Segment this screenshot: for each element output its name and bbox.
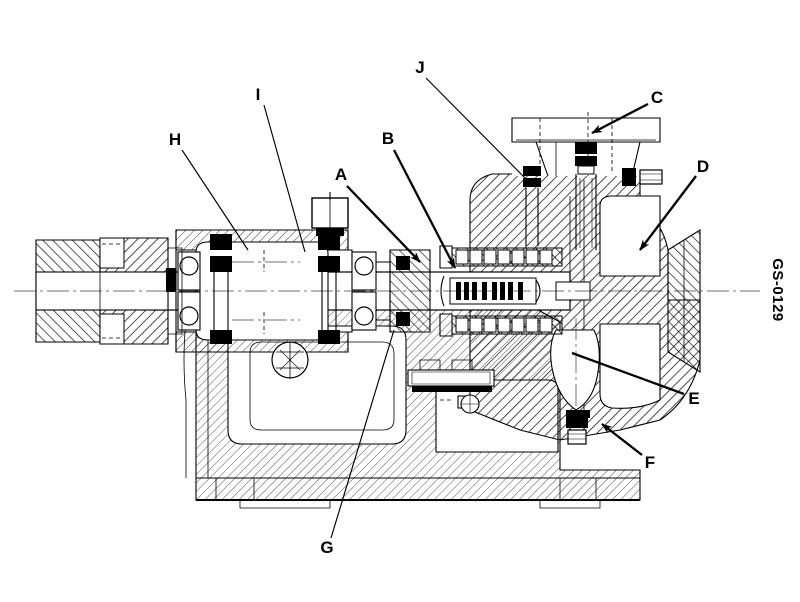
- casing-stud-bolts: [523, 142, 663, 439]
- callout-label-A: A: [335, 165, 347, 184]
- oil-filler-cap: [311, 192, 349, 236]
- leader-D: [639, 175, 697, 251]
- leader-I: [263, 104, 306, 253]
- callout-label-F: F: [645, 453, 655, 472]
- callout-labels: A B C D E F G H I J: [169, 58, 709, 557]
- packing-rings-upper: [455, 249, 553, 265]
- callout-label-B: B: [382, 129, 394, 148]
- callout-label-G: G: [320, 538, 333, 557]
- bearing-right: [351, 251, 377, 331]
- bearing-left: [177, 251, 201, 331]
- callout-leaders: [181, 77, 697, 539]
- leader-F: [601, 423, 643, 456]
- leader-A: [346, 185, 421, 263]
- callout-label-D: D: [697, 157, 709, 176]
- drain-plug: [407, 359, 495, 414]
- bearing-housing: [166, 229, 431, 353]
- callout-label-E: E: [688, 389, 699, 408]
- impeller: [550, 318, 600, 418]
- leader-J: [425, 77, 528, 181]
- sight-glass: [271, 341, 309, 379]
- leader-B: [392, 149, 457, 269]
- figure-code: GS-0129: [769, 258, 786, 322]
- callout-label-H: H: [169, 130, 181, 149]
- leader-G: [330, 329, 395, 539]
- leader-E: [571, 351, 685, 396]
- packing-rings-lower: [455, 317, 553, 333]
- callout-label-J: J: [415, 58, 424, 77]
- casing-foot-bolt: [566, 418, 588, 445]
- callout-label-I: I: [256, 85, 261, 104]
- leader-C: [591, 102, 649, 135]
- callout-label-C: C: [651, 88, 663, 107]
- leader-H: [181, 149, 249, 251]
